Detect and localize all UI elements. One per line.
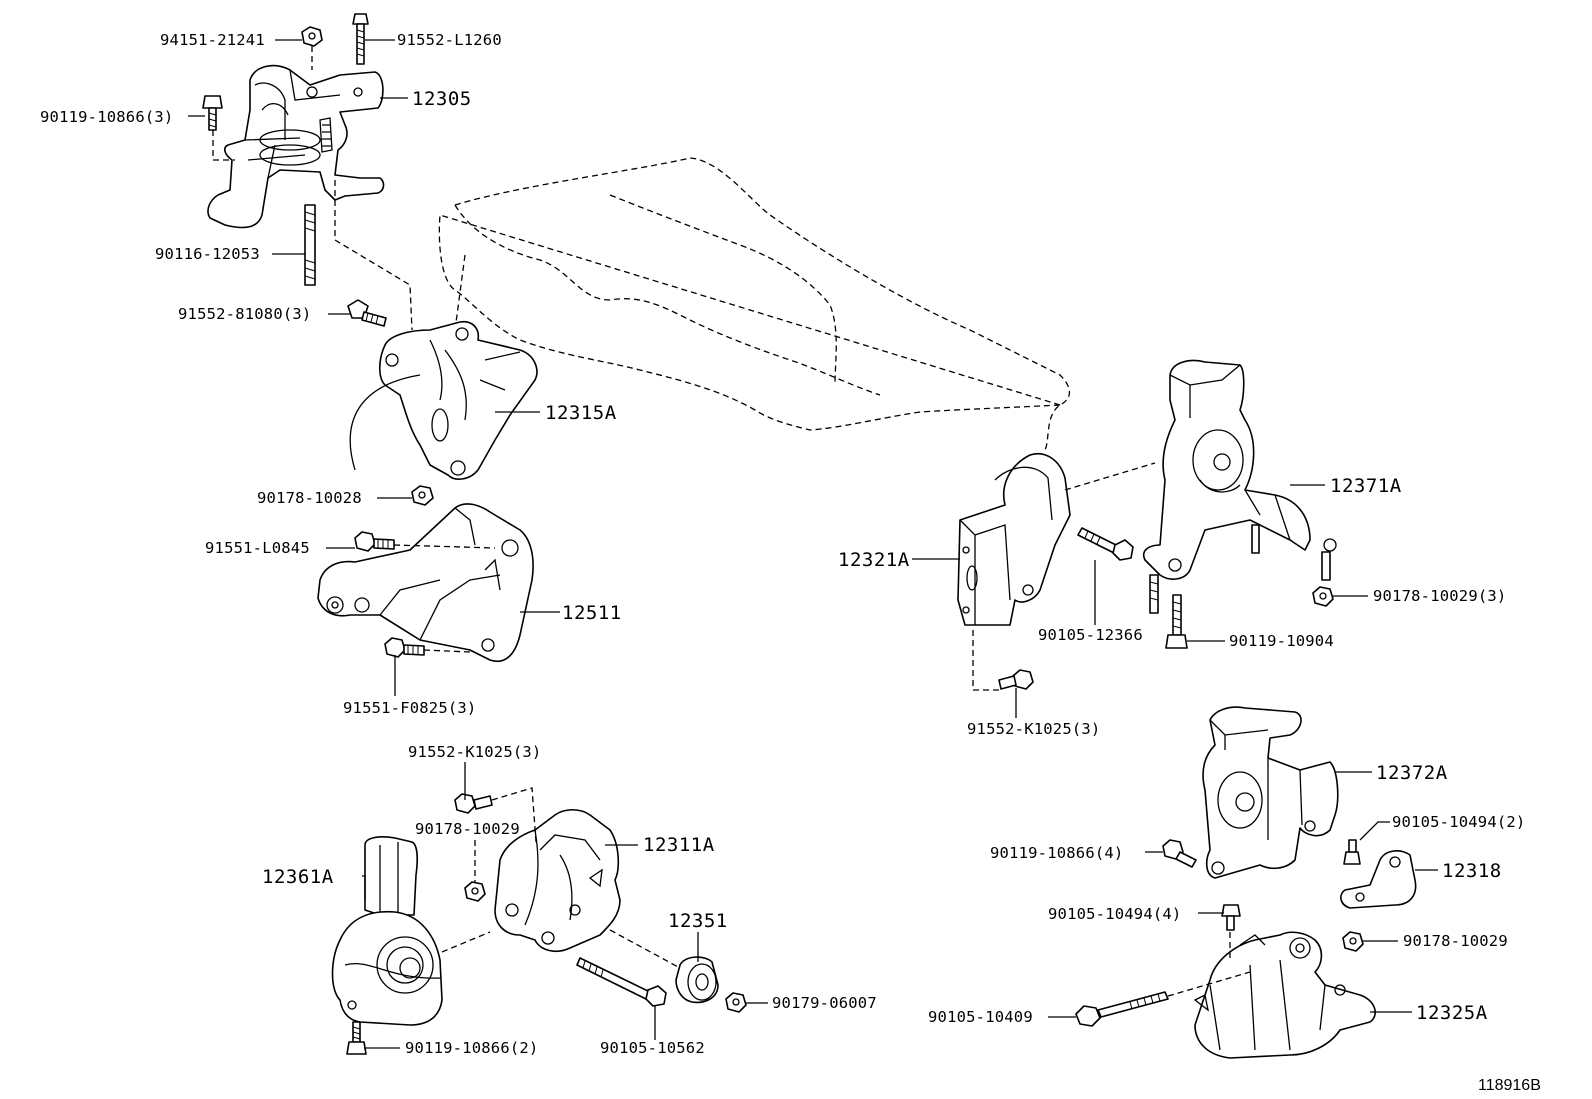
label-91552-L1260: 91552-L1260: [397, 31, 502, 49]
label-12511: 12511: [562, 602, 622, 624]
bolt-90119-10866-2: [346, 1021, 367, 1055]
label-90105-12366: 90105-12366: [1038, 626, 1143, 644]
label-90105-10562: 90105-10562: [600, 1039, 705, 1057]
label-94151-21241: 94151-21241: [160, 31, 265, 49]
label-12315A: 12315A: [545, 402, 617, 424]
label-90178-10029-3: 90178-10029(3): [1373, 587, 1506, 605]
nut-94151-21241: [301, 26, 323, 47]
bolt-90119-10866-4: [1162, 839, 1197, 868]
bolt-90119-10904: [1165, 594, 1188, 649]
bolt-91552-K1025-3-left: [454, 793, 493, 814]
mount-12371A: [1142, 359, 1337, 614]
part-number-labels: 94151-21241 91552-L1260 12305 90119-1086…: [40, 31, 1541, 1094]
bolt-90105-12366: [1077, 527, 1134, 561]
label-90119-10866-3: 90119-10866(3): [40, 108, 173, 126]
bolt-91551-L0845: [354, 531, 395, 552]
label-12361A: 12361A: [262, 866, 334, 888]
bolt-90105-10409: [1075, 991, 1169, 1027]
label-12371A: 12371A: [1330, 475, 1402, 497]
label-91552-K1025-3-right: 91552-K1025(3): [967, 720, 1100, 738]
bolt-91551-F0825-3: [384, 637, 425, 658]
label-90179-06007: 90179-06007: [772, 994, 877, 1012]
bolt-90105-10494-4: [1221, 904, 1241, 931]
label-90105-10494-2: 90105-10494(2): [1392, 813, 1525, 831]
label-12305: 12305: [412, 88, 472, 110]
label-91552-81080-3: 91552-81080(3): [178, 305, 311, 323]
mount-12372A: [1202, 706, 1339, 879]
stud-90116-12053: [304, 204, 316, 286]
label-90116-12053: 90116-12053: [155, 245, 260, 263]
label-90178-10028: 90178-10028: [257, 489, 362, 507]
label-90119-10866-4: 90119-10866(4): [990, 844, 1123, 862]
nut-90178-10028: [411, 485, 434, 506]
engine-mount-12305: [207, 64, 385, 229]
bolt-91552-K1025-3-right: [998, 669, 1034, 690]
mount-12325A: [1193, 931, 1376, 1059]
bracket-12511: [317, 503, 534, 662]
leader-lines: [188, 39, 1438, 1049]
bolt-90105-10562: [576, 957, 667, 1007]
nut-90178-10029-3: [1312, 586, 1334, 607]
bolt-90105-10494-2: [1343, 839, 1361, 865]
label-12351: 12351: [668, 910, 728, 932]
nut-90179-06007: [725, 992, 747, 1013]
bracket-12315A: [349, 320, 538, 480]
label-90105-10409: 90105-10409: [928, 1008, 1033, 1026]
bracket-12318: [1340, 850, 1417, 909]
label-90119-10904: 90119-10904: [1229, 632, 1334, 650]
label-12311A: 12311A: [643, 834, 715, 856]
label-90105-10494-4: 90105-10494(4): [1048, 905, 1181, 923]
bracket-12321A: [957, 453, 1071, 626]
label-12321A: 12321A: [838, 549, 910, 571]
bush-12351: [675, 956, 719, 1004]
bolt-91552-L1260: [352, 13, 369, 65]
diagram-id: 118916B: [1478, 1077, 1541, 1094]
label-12372A: 12372A: [1376, 762, 1448, 784]
engine-outline: [438, 157, 1071, 451]
nut-90178-10029-right: [1342, 931, 1364, 952]
nut-90178-10029-left: [464, 881, 486, 902]
label-91552-K1025-3-left: 91552-K1025(3): [408, 743, 541, 761]
bracket-12311A: [494, 808, 621, 952]
bolt-91552-81080-3: [347, 299, 387, 327]
label-90178-10029-right: 90178-10029: [1403, 932, 1508, 950]
bolt-90119-10866-3: [202, 95, 223, 131]
label-12318: 12318: [1442, 860, 1502, 882]
label-91551-F0825-3: 91551-F0825(3): [343, 699, 476, 717]
label-90178-10029-left: 90178-10029: [415, 820, 520, 838]
label-90119-10866-2: 90119-10866(2): [405, 1039, 538, 1057]
label-91551-L0845: 91551-L0845: [205, 539, 310, 557]
label-12325A: 12325A: [1416, 1002, 1488, 1024]
mount-12361A: [331, 836, 443, 1026]
